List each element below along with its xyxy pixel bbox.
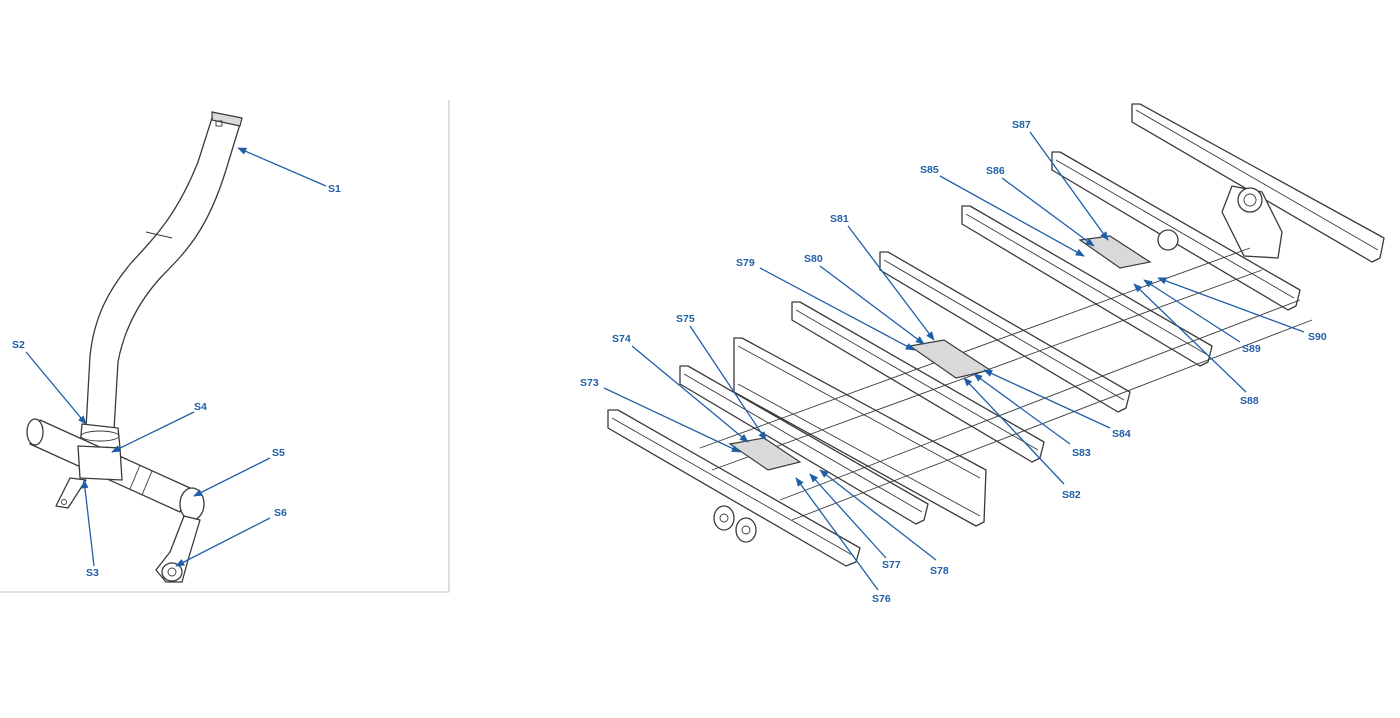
callout-S85[interactable]: S85 [920, 164, 1085, 257]
callout-S3[interactable]: S3 [81, 479, 99, 579]
callout-label-S73: S73 [580, 377, 599, 389]
callout-label-S78: S78 [930, 565, 949, 577]
callout-S82[interactable]: S82 [963, 377, 1081, 501]
callout-S73[interactable]: S73 [580, 377, 741, 453]
callout-S79[interactable]: S79 [736, 257, 915, 351]
rear-tower-eye [1237, 187, 1263, 213]
left-callouts: S1 S2 S3 S4 S5 S6 [12, 147, 341, 579]
callout-label-S85: S85 [920, 164, 939, 176]
cross-beam-rear [1051, 151, 1301, 311]
callout-S86[interactable]: S86 [986, 165, 1095, 247]
hub-block [77, 445, 123, 481]
callout-S80[interactable]: S80 [804, 253, 925, 345]
callout-S6[interactable]: S6 [175, 507, 287, 567]
callout-S5[interactable]: S5 [193, 447, 285, 497]
callout-S81[interactable]: S81 [830, 213, 935, 341]
callout-S2[interactable]: S2 [12, 339, 87, 425]
lower-bracket [55, 477, 87, 509]
plate-rear [1078, 235, 1152, 269]
callout-label-S82: S82 [1062, 489, 1081, 501]
callout-label-S2: S2 [12, 339, 25, 351]
callout-label-S4: S4 [194, 401, 207, 413]
callout-S4[interactable]: S4 [111, 401, 207, 453]
wheel-right [735, 517, 757, 543]
callout-label-S87: S87 [1012, 119, 1031, 131]
cross-beam-front [679, 365, 929, 525]
steering-column-assembly [26, 111, 243, 583]
callout-S89[interactable]: S89 [1143, 279, 1261, 355]
rear-mid-eye [1157, 229, 1179, 251]
callout-S88[interactable]: S88 [1133, 283, 1259, 407]
chassis-frame-assembly [607, 103, 1385, 567]
callout-S1[interactable]: S1 [237, 147, 341, 195]
right-callouts: S73 S74 S75 S76 S77 S78 S79 S80 [580, 119, 1327, 605]
callout-S74[interactable]: S74 [612, 333, 749, 443]
rear-tower [1221, 185, 1283, 259]
callout-S83[interactable]: S83 [973, 373, 1091, 459]
callout-label-S90: S90 [1308, 331, 1327, 343]
callout-label-S84: S84 [1112, 428, 1131, 440]
left-panel-frame [0, 100, 450, 593]
callout-label-S80: S80 [804, 253, 823, 265]
callout-label-S6: S6 [274, 507, 287, 519]
shaft-left-end [26, 418, 44, 446]
drop-arm-eye [161, 562, 183, 582]
callout-S87[interactable]: S87 [1012, 119, 1109, 241]
callout-S78[interactable]: S78 [819, 469, 949, 577]
callout-label-S75: S75 [676, 313, 695, 325]
callout-S84[interactable]: S84 [983, 369, 1131, 440]
callout-label-S83: S83 [1072, 447, 1091, 459]
callout-label-S74: S74 [612, 333, 631, 345]
tube-top-cap [211, 111, 243, 127]
callout-S76[interactable]: S76 [795, 477, 891, 605]
rear-top-beam [1131, 103, 1385, 263]
callout-label-S1: S1 [328, 183, 341, 195]
curved-tube [85, 117, 241, 431]
callout-S90[interactable]: S90 [1157, 277, 1327, 343]
cross-beam-rear-mid [961, 205, 1213, 367]
callout-label-S5: S5 [272, 447, 285, 459]
callout-label-S86: S86 [986, 165, 1005, 177]
callout-label-S89: S89 [1242, 343, 1261, 355]
wheel-left [713, 505, 735, 531]
plate-front [728, 437, 802, 471]
callout-label-S88: S88 [1240, 395, 1259, 407]
callout-S75[interactable]: S75 [676, 313, 767, 441]
callout-S77[interactable]: S77 [809, 473, 901, 571]
callout-label-S81: S81 [830, 213, 849, 225]
callout-label-S3: S3 [86, 567, 99, 579]
cross-beam-center [879, 251, 1131, 413]
callout-label-S76: S76 [872, 593, 891, 605]
callout-label-S77: S77 [882, 559, 901, 571]
right-rail [779, 299, 1301, 501]
callout-label-S79: S79 [736, 257, 755, 269]
